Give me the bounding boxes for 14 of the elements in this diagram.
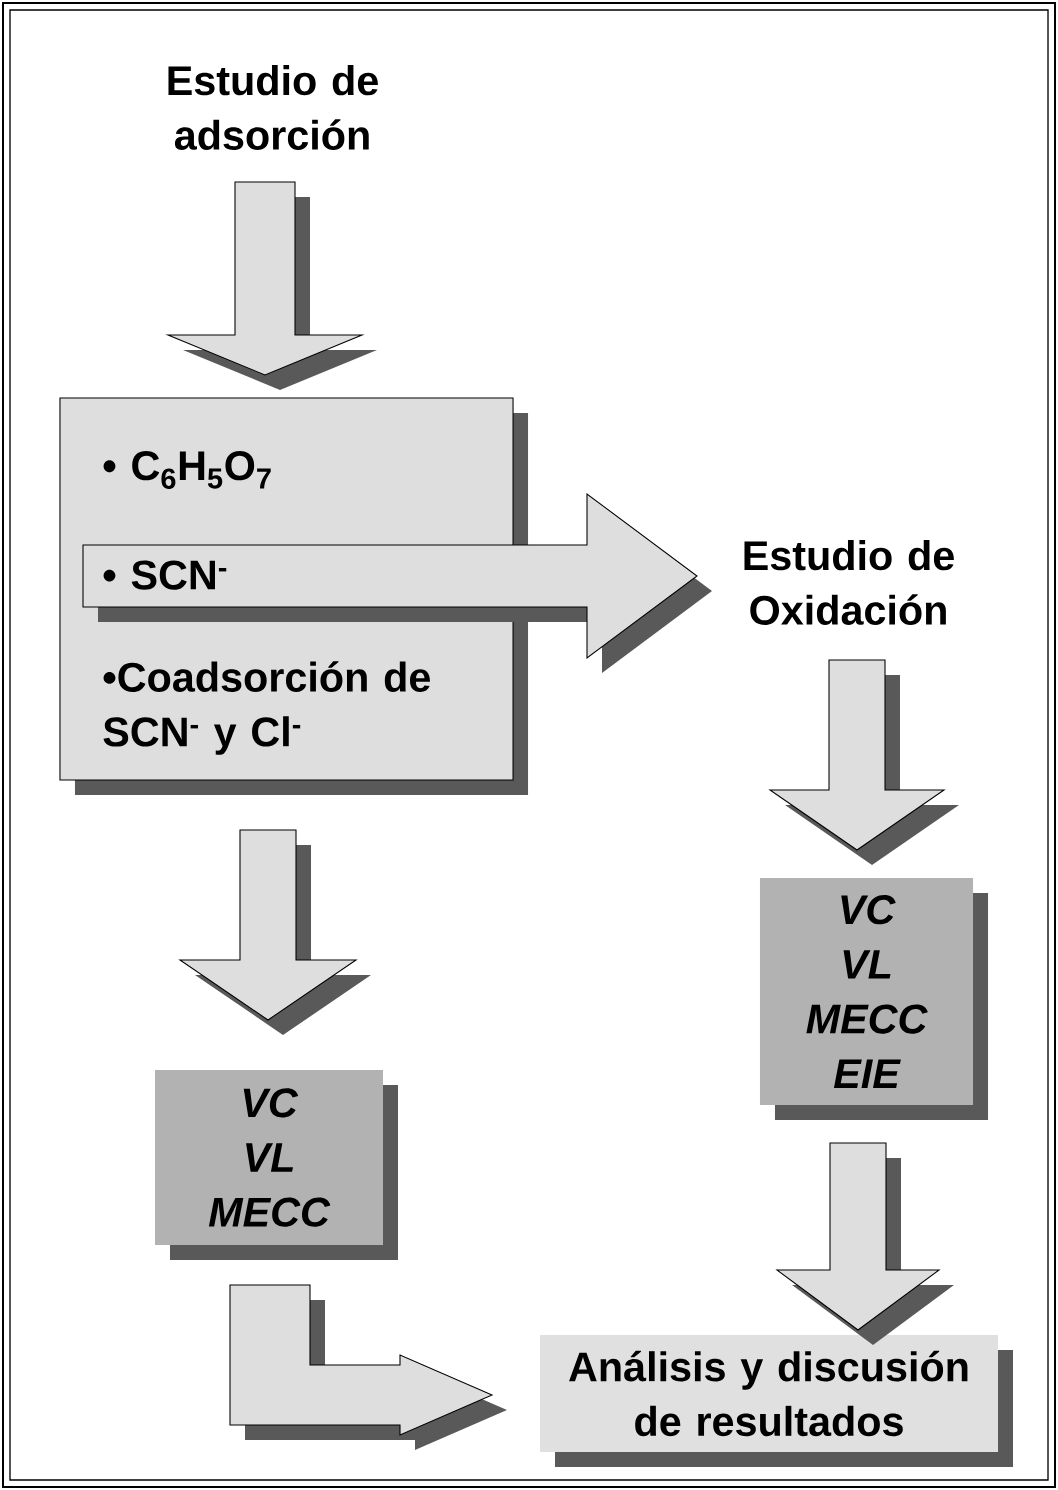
- block-arrow: [775, 1142, 954, 1345]
- block-arrow: [165, 181, 377, 390]
- bullet-text: •Coadsorción de SCN$^{-}$ y Cl$^{-}$: [103, 661, 430, 755]
- heading-text: Estudio de adsorción: [168, 65, 378, 150]
- block-arrow: [229, 1284, 507, 1450]
- block-arrow: [768, 659, 959, 865]
- bullet-text: • C$_{6}$H$_{5}$O$_{7}$: [103, 451, 271, 489]
- method-box: VC VL MECC: [155, 1070, 398, 1260]
- method-box: VC VL MECC EIE: [759, 878, 989, 1120]
- bullet-text: • SCN$^{-}$: [103, 560, 227, 590]
- block-arrow: [178, 829, 371, 1035]
- method-box: Análisis y discusión de resultados: [540, 1335, 1013, 1468]
- block-arrow: [82, 492, 712, 673]
- heading-text: Estudio de Oxidación: [744, 540, 954, 625]
